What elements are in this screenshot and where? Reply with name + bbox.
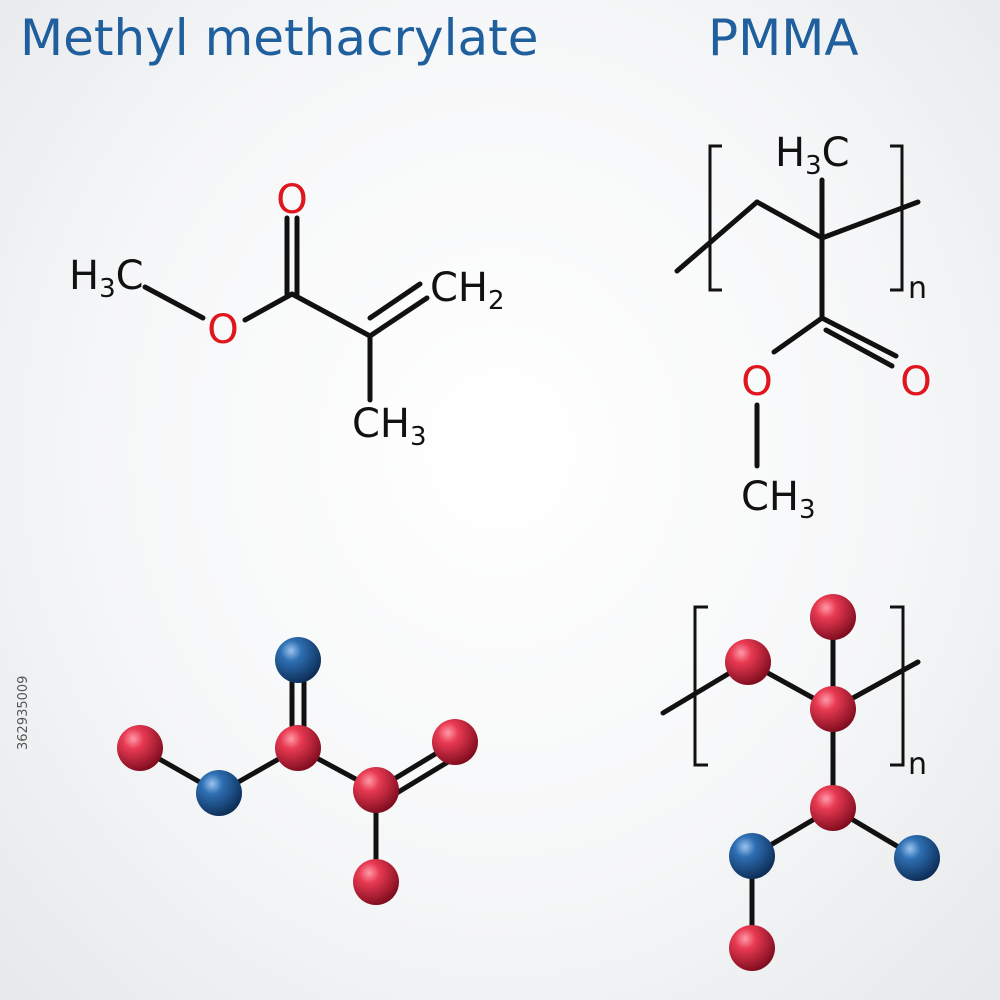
pmma-ball-and-stick-model: n xyxy=(660,594,940,971)
bond xyxy=(367,295,430,339)
red-atom xyxy=(117,725,163,771)
blue-atom xyxy=(275,637,321,683)
bond xyxy=(754,199,825,241)
methyl-label-h3c: H3C xyxy=(69,253,144,304)
pmma-structural-formula: H3C n O O CH3 xyxy=(674,130,932,525)
red-atom xyxy=(810,686,856,732)
oxygen-label: O xyxy=(741,359,772,405)
repeat-index-n: n xyxy=(908,271,927,306)
bond xyxy=(142,284,206,321)
red-atom xyxy=(729,925,775,971)
right-bracket xyxy=(890,605,905,767)
red-atom xyxy=(810,785,856,831)
bond xyxy=(367,281,423,321)
oxygen-label: O xyxy=(900,359,931,405)
methyl-label-ch3: CH3 xyxy=(741,474,816,525)
bond xyxy=(771,315,825,355)
red-atom xyxy=(432,719,478,765)
mma-structural-formula: O O H3C CH2 CH3 xyxy=(69,177,505,452)
blue-atom xyxy=(196,770,242,816)
oxygen-label: O xyxy=(276,177,307,223)
left-bracket xyxy=(708,144,722,292)
repeat-index-n: n xyxy=(908,747,927,782)
left-bracket xyxy=(693,605,708,767)
red-atom xyxy=(725,639,771,685)
methyl-label-ch3: CH3 xyxy=(352,401,427,452)
red-atom xyxy=(810,594,856,640)
bond xyxy=(819,199,921,241)
blue-atom xyxy=(894,835,940,881)
bond xyxy=(823,327,895,369)
methyl-label-h3c: H3C xyxy=(775,130,850,181)
red-atom xyxy=(353,859,399,905)
methylene-label-ch2: CH2 xyxy=(430,265,505,316)
bond xyxy=(674,199,760,274)
mma-title: Methyl methacrylate xyxy=(20,9,539,67)
blue-atom xyxy=(729,833,775,879)
bond xyxy=(242,291,295,323)
oxygen-label: O xyxy=(207,307,238,353)
red-atom xyxy=(353,767,399,813)
bond xyxy=(289,291,373,339)
mma-ball-and-stick-model xyxy=(117,637,478,905)
bond xyxy=(819,315,899,359)
right-bracket xyxy=(890,144,904,292)
red-atom xyxy=(275,725,321,771)
pmma-title: PMMA xyxy=(708,9,859,67)
